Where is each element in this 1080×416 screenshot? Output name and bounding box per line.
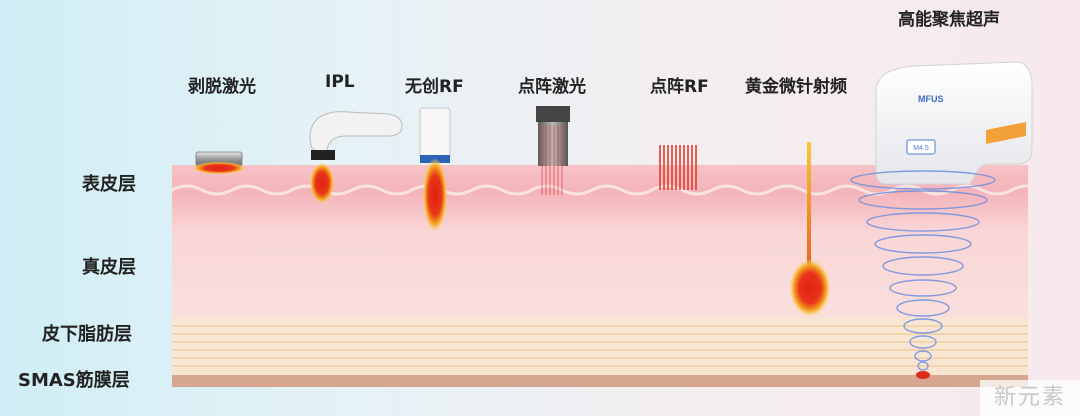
fat-lines [172, 325, 1028, 367]
hifu-model-label: M4.5 [913, 145, 929, 152]
layer-label-dermis: 真皮层 [82, 257, 136, 278]
ipl-device [309, 111, 403, 203]
fractional-rf-device [659, 145, 697, 190]
layer-label-subcutaneous: 皮下脂肪层 [42, 324, 132, 345]
watermark: 新元素 [980, 380, 1080, 416]
noninvasive-rf-device [419, 107, 451, 231]
hifu-device: M4.5 MFUS [875, 61, 1033, 185]
hifu-brand-label: MFUS [918, 94, 944, 104]
label-fractional-laser: 点阵激光 [518, 77, 586, 97]
layer-label-epidermis: 表皮层 [82, 174, 136, 195]
label-noninvasive-rf: 无创RF [405, 77, 464, 97]
label-hair-removal-laser: 剥脱激光 [188, 77, 256, 97]
layer-label-smas: SMAS筋膜层 [18, 370, 130, 391]
gold-microneedle-rf-device [790, 142, 830, 316]
label-gold-microneedle-rf: 黄金微针射频 [745, 77, 847, 97]
label-fractional-rf: 点阵RF [650, 77, 709, 97]
hifu-focal-point [916, 371, 930, 379]
hifu-focus-rings [850, 170, 996, 371]
label-ipl: IPL [325, 72, 355, 92]
hair-removal-laser-device [193, 151, 245, 174]
fractional-laser-device [536, 106, 570, 195]
smas-layer [172, 375, 1028, 387]
label-hifu: 高能聚焦超声 [898, 10, 1000, 30]
